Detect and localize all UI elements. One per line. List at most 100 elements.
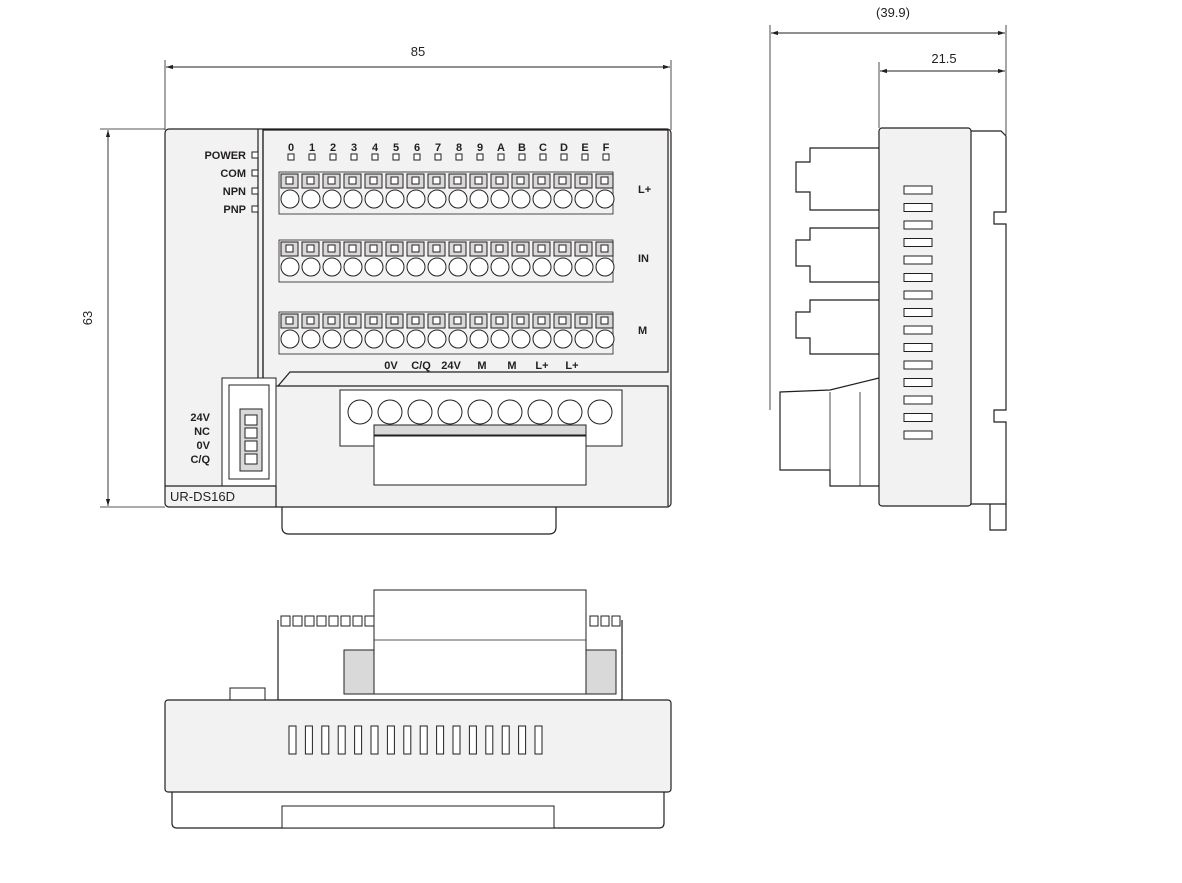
io-link-connector: 24V NC 0V C/Q <box>190 377 277 487</box>
vent-slot <box>903 413 933 422</box>
channel-label: B <box>518 142 526 154</box>
terminal-hole <box>574 329 594 349</box>
channel-label: 4 <box>372 142 379 154</box>
led-label-npn: NPN <box>223 186 246 198</box>
terminal-hole <box>532 257 552 277</box>
partial-depth-label: 21.5 <box>931 51 956 66</box>
terminal-hole <box>343 257 363 277</box>
terminal-hole <box>553 257 573 277</box>
power-terminal-hole <box>347 399 373 425</box>
terminal-hole <box>280 329 300 349</box>
terminal-label: 0V <box>384 360 398 372</box>
pin-label-nc: NC <box>194 426 210 438</box>
terminal-hole <box>364 257 384 277</box>
row-label-lplus: L+ <box>638 184 651 196</box>
vent-slot <box>304 725 313 755</box>
channel-led <box>392 153 400 161</box>
terminal-tooth <box>328 615 339 627</box>
vent-slot <box>436 725 445 755</box>
power-terminal-hole <box>527 399 553 425</box>
terminal-hole <box>343 329 363 349</box>
channel-led <box>329 153 337 161</box>
terminal-hole <box>553 329 573 349</box>
vent-slot <box>903 220 933 230</box>
terminal-hole <box>385 189 405 209</box>
terminal-hole <box>406 189 426 209</box>
depth-dimension: (39.9) <box>769 5 1007 410</box>
terminal-tooth <box>280 615 291 627</box>
channel-led <box>560 153 568 161</box>
terminal-tooth <box>304 615 315 627</box>
terminal-teeth <box>280 615 621 627</box>
channel-led <box>602 153 610 161</box>
power-terminal-hole <box>557 399 583 425</box>
terminal-hole <box>385 329 405 349</box>
depth-dimension-label: (39.9) <box>876 5 910 20</box>
vent-slot <box>903 378 933 387</box>
terminal-hole <box>511 329 531 349</box>
pin-label-cq: C/Q <box>190 454 210 466</box>
din-foot <box>281 805 555 829</box>
channel-label: 0 <box>288 142 294 154</box>
status-led-group: POWER COM NPN PNP <box>204 150 259 216</box>
terminal-tooth <box>352 615 363 627</box>
terminal-tooth <box>600 615 610 627</box>
terminal-label: M <box>507 360 516 372</box>
terminal-hole <box>490 189 510 209</box>
terminal-hole <box>595 257 615 277</box>
power-terminal-block <box>339 389 623 486</box>
vent-slot <box>903 430 933 440</box>
channel-led <box>497 153 505 161</box>
terminal-hole <box>301 257 321 277</box>
power-terminal-hole <box>437 399 463 425</box>
terminal-tooth <box>589 615 599 627</box>
channel-label: D <box>560 142 568 154</box>
led-label-pnp: PNP <box>223 204 246 216</box>
height-dimension-label: 63 <box>80 311 95 325</box>
channel-label: 1 <box>309 142 315 154</box>
vent-slot <box>903 395 933 405</box>
vent-slot <box>468 725 477 755</box>
led-label-com: COM <box>220 168 246 180</box>
power-terminal-hole <box>587 399 613 425</box>
terminal-hole <box>322 329 342 349</box>
row-label-m: M <box>638 325 647 337</box>
terminal-rows <box>278 171 615 355</box>
terminal-hole <box>469 189 489 209</box>
channel-label: 3 <box>351 142 357 154</box>
terminal-hole <box>364 189 384 209</box>
terminal-hole <box>385 257 405 277</box>
terminal-tooth <box>364 615 375 627</box>
pin-label-0v: 0V <box>197 440 211 452</box>
terminal-hole <box>322 189 342 209</box>
terminal-hole <box>511 189 531 209</box>
terminal-row-frame <box>278 171 614 215</box>
vent-slot <box>370 725 379 755</box>
led-label-power: POWER <box>204 150 246 162</box>
pin-label-24v: 24V <box>190 412 210 424</box>
bottom-housing <box>164 699 672 793</box>
terminal-hole <box>301 329 321 349</box>
power-terminal-hole <box>377 399 403 425</box>
bottom-view <box>164 589 672 829</box>
terminal-label: M <box>477 360 486 372</box>
terminal-hole <box>595 189 615 209</box>
channel-label: 7 <box>435 142 441 154</box>
vent-slot <box>386 725 395 755</box>
bottom-plug <box>373 589 587 695</box>
channel-label: E <box>581 142 588 154</box>
power-terminal-hole <box>407 399 433 425</box>
terminal-hole <box>574 257 594 277</box>
vent-slot <box>903 203 933 212</box>
vent-slot <box>518 725 527 755</box>
channel-label: F <box>603 142 610 154</box>
vent-slot <box>903 325 933 335</box>
power-terminal-screws <box>347 399 613 425</box>
terminal-row-frame <box>278 239 614 283</box>
led-pnp <box>251 205 259 213</box>
channel-led <box>371 153 379 161</box>
terminal-hole <box>553 189 573 209</box>
channel-led <box>413 153 421 161</box>
bottom-terminal-labels: 0V C/Q 24V M M L+ L+ <box>384 360 578 372</box>
